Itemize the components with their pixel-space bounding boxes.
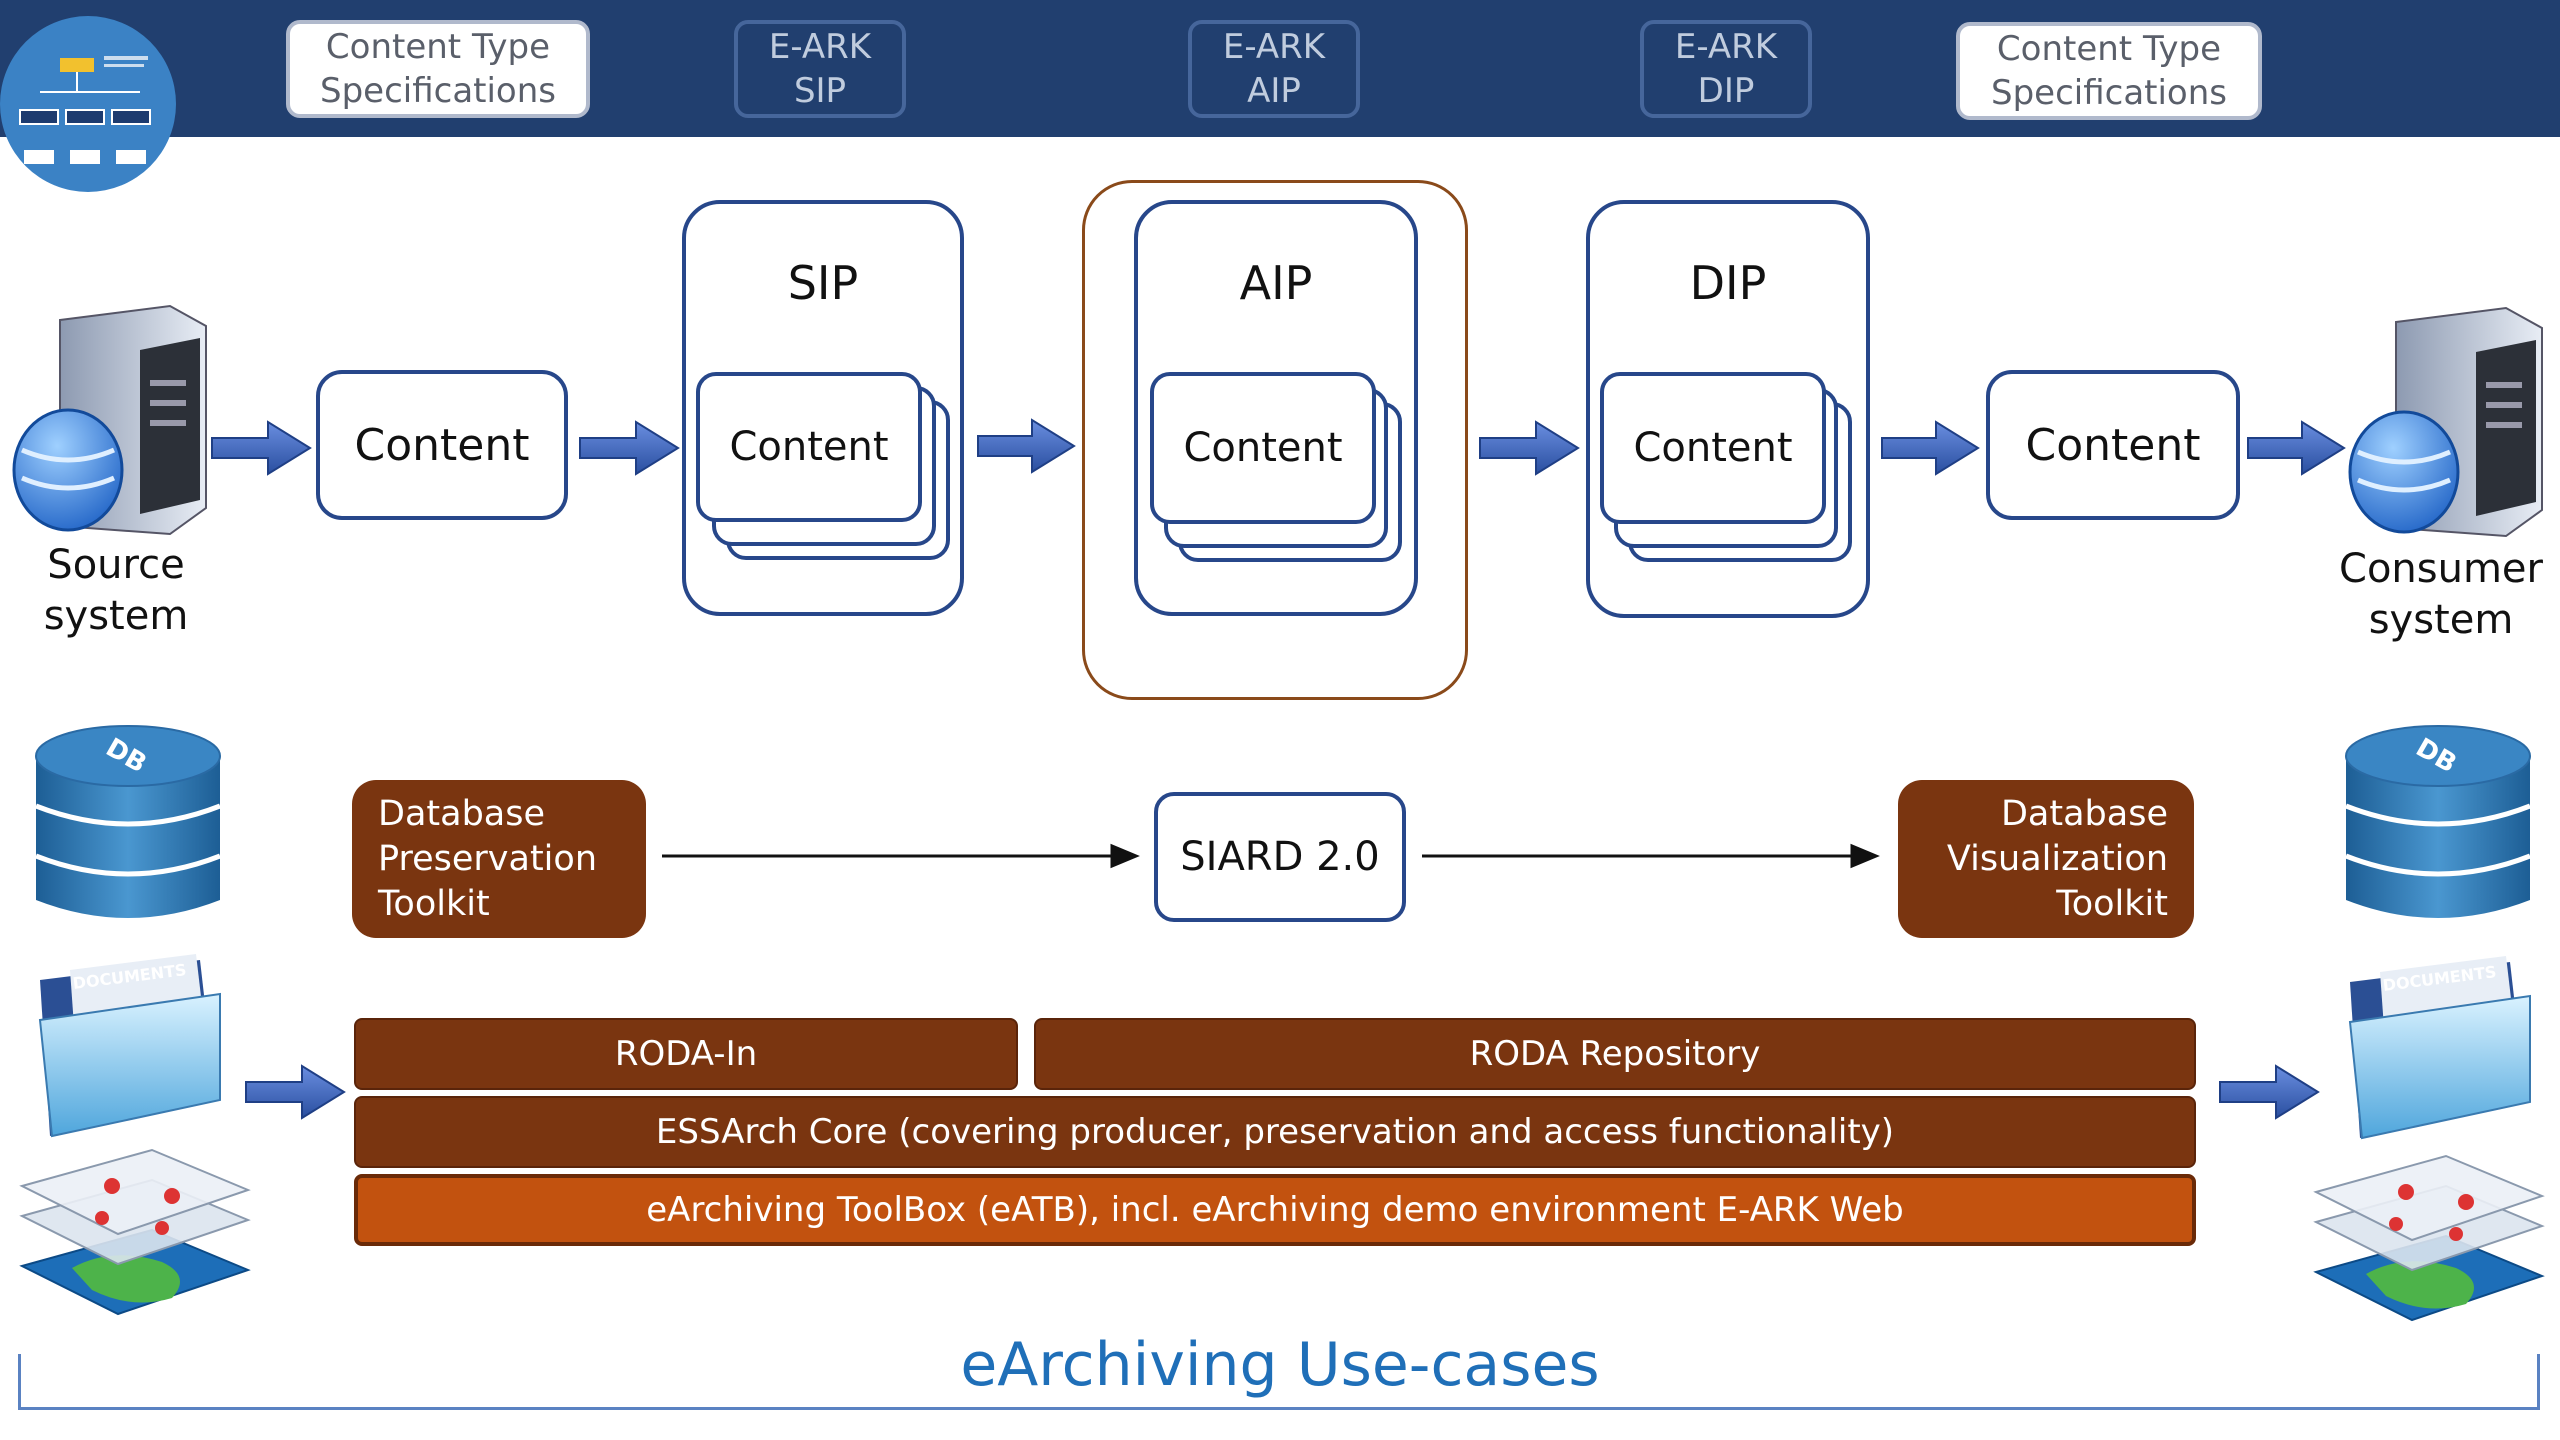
source-server-icon	[12, 304, 207, 536]
arrow-5	[1881, 420, 1980, 476]
sip-title: SIP	[787, 256, 859, 310]
documents-folder-icon-right: DOCUMENTS	[2348, 956, 2531, 1140]
consumer-server-icon	[2348, 306, 2543, 538]
documents-folder-icon-left: DOCUMENTS	[38, 954, 221, 1138]
header-content-type-spec-right[interactable]: Content Type Specifications	[1956, 22, 2262, 120]
database-preservation-toolkit[interactable]: Database Preservation Toolkit	[352, 780, 646, 938]
siard-box[interactable]: SIARD 2.0	[1154, 792, 1406, 922]
database-visualization-toolkit[interactable]: Database Visualization Toolkit	[1898, 780, 2194, 938]
header-content-type-spec-left[interactable]: Content Type Specifications	[286, 20, 590, 118]
aip-content-box: Content	[1150, 372, 1376, 524]
footer-title: eArchiving Use-cases	[960, 1330, 1600, 1400]
essarch-core-label: ESSArch Core (covering producer, preserv…	[655, 1112, 1895, 1152]
siard-label: SIARD 2.0	[1180, 834, 1380, 880]
roda-repository-label: RODA Repository	[1469, 1034, 1761, 1074]
content-box-consumer: Content	[1986, 370, 2240, 520]
aip-preservation-outline	[1082, 180, 1468, 700]
header-eark-dip[interactable]: E-ARK DIP	[1640, 20, 1812, 118]
sip-content-box: Content	[696, 372, 922, 522]
content-label: Content	[1183, 425, 1343, 471]
map-layers-icon-right	[2313, 1154, 2545, 1322]
arrow-3	[977, 418, 1076, 474]
content-label: Content	[1633, 425, 1793, 471]
logo-thumbnail-icon[interactable]	[0, 16, 176, 192]
arrow-7	[245, 1064, 346, 1120]
mini-diagram-icon	[19, 56, 151, 164]
database-icon-right: DB	[2345, 725, 2531, 918]
dip-title: DIP	[1689, 256, 1767, 310]
essarch-core-bar[interactable]: ESSArch Core (covering producer, preserv…	[354, 1096, 2196, 1168]
arrow-8	[2219, 1064, 2320, 1120]
dip-content-box: Content	[1600, 372, 1826, 524]
consumer-system-label: Consumer system	[2339, 546, 2543, 643]
content-label: Content	[729, 424, 889, 470]
content-label: Content	[2025, 419, 2201, 471]
roda-in-bar[interactable]: RODA-In	[354, 1018, 1018, 1090]
arrow-1	[211, 420, 312, 476]
arrow-4	[1479, 420, 1580, 476]
siard-to-dvt-head	[1850, 843, 1880, 869]
map-layers-icon-left	[19, 1148, 251, 1316]
source-system-label: Source system	[43, 542, 189, 639]
roda-in-label: RODA-In	[614, 1034, 758, 1074]
eatb-label: eArchiving ToolBox (eATB), incl. eArchiv…	[646, 1190, 1904, 1230]
roda-repository-bar[interactable]: RODA Repository	[1034, 1018, 2196, 1090]
arrow-2	[579, 420, 680, 476]
database-icon-left: DB	[35, 725, 221, 918]
aip-title: AIP	[1239, 256, 1313, 310]
content-label: Content	[354, 419, 530, 471]
header-eark-aip[interactable]: E-ARK AIP	[1188, 20, 1360, 118]
header-eark-sip[interactable]: E-ARK SIP	[734, 20, 906, 118]
eatb-bar[interactable]: eArchiving ToolBox (eATB), incl. eArchiv…	[354, 1174, 2196, 1246]
dpt-to-siard-head	[1110, 843, 1140, 869]
arrow-6	[2247, 420, 2346, 476]
footer-bracket	[18, 1354, 2540, 1410]
content-box-source: Content	[316, 370, 568, 520]
